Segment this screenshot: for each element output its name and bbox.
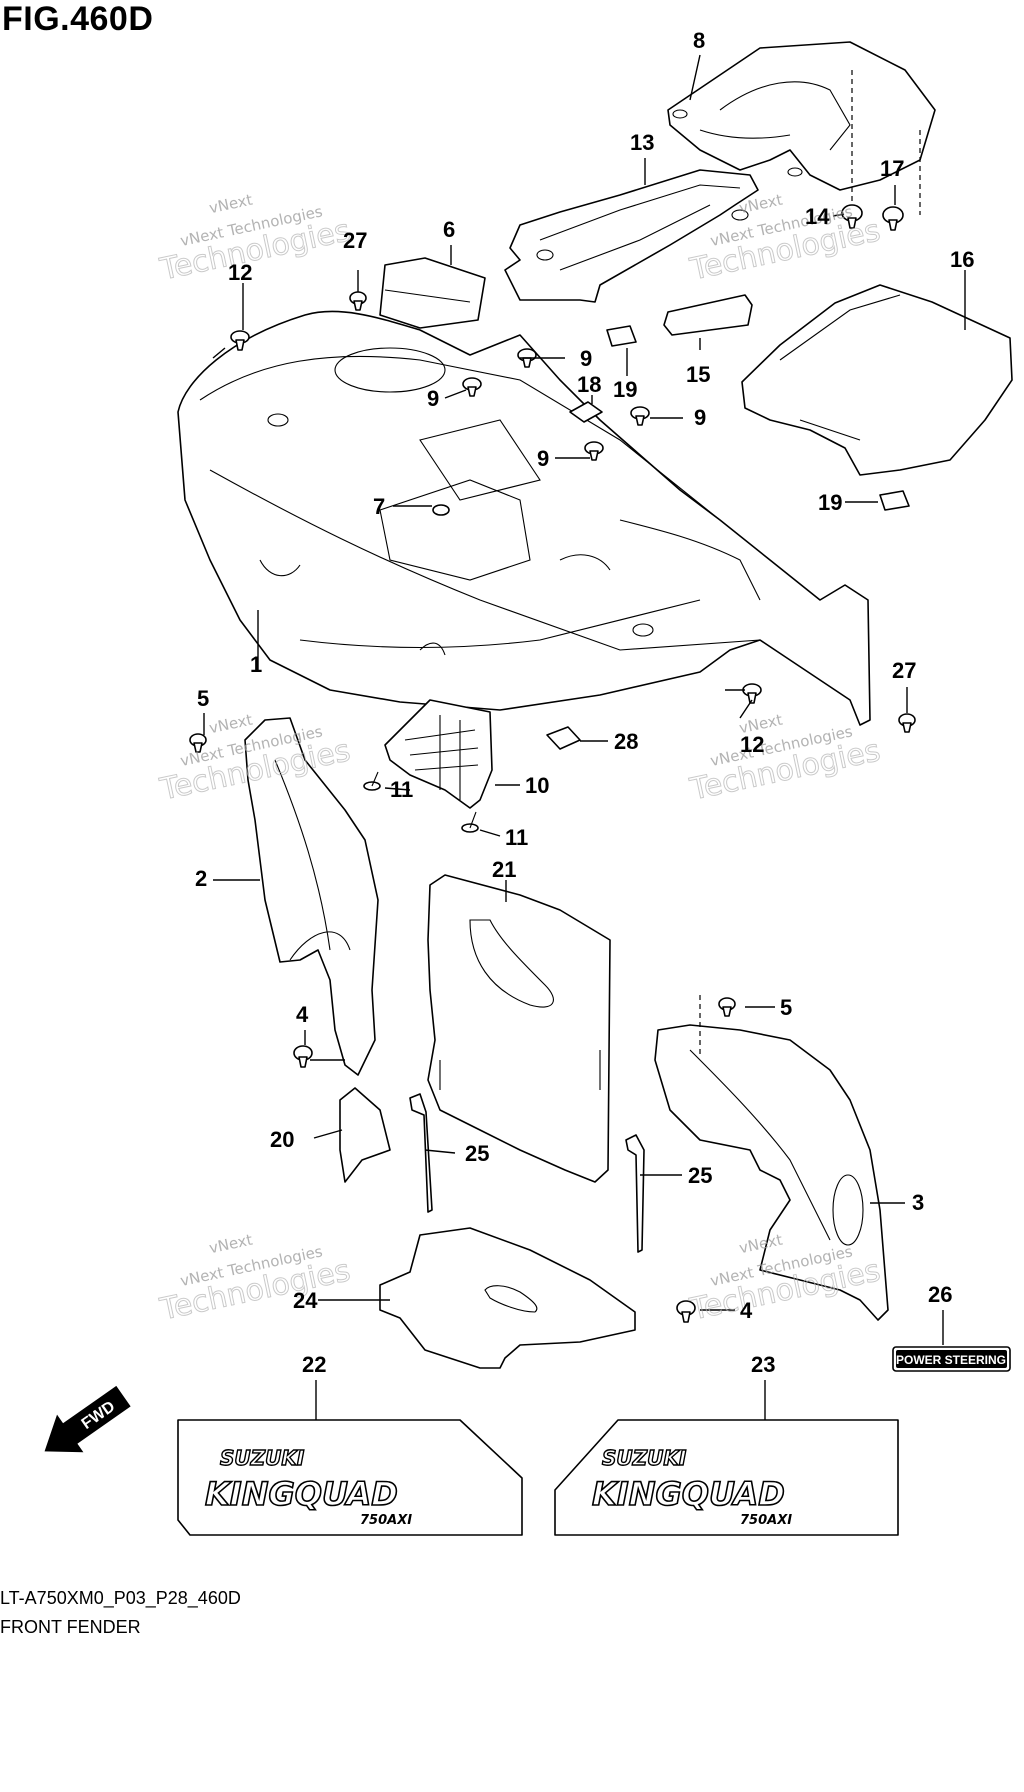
part-22-decal: SUZUKI KINGQUAD 750AXI: [177, 1419, 523, 1536]
callout-9d: 9: [537, 446, 549, 471]
callout-6: 6: [443, 217, 455, 242]
grommet-9a: [462, 377, 482, 397]
callout-4-left: 4: [296, 1002, 309, 1027]
svg-text:vNext: vNext: [207, 711, 254, 738]
clip-5-left: [189, 733, 207, 753]
part-8-cover: [667, 41, 936, 191]
callout-25-left: 25: [465, 1141, 489, 1166]
clip-27-right: [898, 713, 916, 733]
callout-labels: 1 2 3 4 4 5 5 6 7 8 9 9 9 9 10 11 11 12 …: [195, 28, 974, 1377]
callout-4-right: 4: [740, 1298, 753, 1323]
svg-text:SUZUKI: SUZUKI: [220, 1446, 305, 1470]
grommet-9b: [517, 348, 537, 368]
part-20-clip: [339, 1087, 391, 1183]
forward-direction-arrow: FWD: [44, 1385, 131, 1453]
bolt-14: [841, 204, 863, 229]
callout-13: 13: [630, 130, 654, 155]
callout-27-top: 27: [343, 228, 367, 253]
callout-7: 7: [373, 494, 385, 519]
part-16-side-panel: [741, 284, 1013, 476]
callout-18: 18: [577, 372, 601, 397]
callout-9a: 9: [427, 386, 439, 411]
callout-9b: 9: [580, 346, 592, 371]
figure-title: FIG.460D: [2, 0, 154, 38]
part-13-bracket: [504, 169, 759, 303]
callout-14: 14: [805, 204, 830, 229]
callout-10: 10: [525, 773, 549, 798]
grommet-7: [432, 504, 450, 516]
callout-16: 16: [950, 247, 974, 272]
callout-12-top: 12: [228, 260, 252, 285]
part-28-pad: [546, 726, 581, 750]
callout-19b: 19: [818, 490, 842, 515]
svg-text:vNext: vNext: [207, 191, 254, 218]
part-25-tie-left: [409, 1093, 433, 1213]
figure-name: FRONT FENDER: [0, 1617, 141, 1637]
svg-text:KINGQUAD: KINGQUAD: [592, 1475, 785, 1513]
part-24-plate: [379, 1227, 636, 1369]
bolt-17: [882, 206, 904, 231]
callout-26: 26: [928, 1282, 952, 1307]
clip-4-left: [293, 1045, 313, 1068]
callout-28: 28: [614, 729, 638, 754]
svg-text:POWER STEERING: POWER STEERING: [896, 1353, 1006, 1367]
part-18-label: [569, 401, 603, 423]
clip-5-right: [718, 997, 736, 1017]
callout-12-right: 12: [740, 732, 764, 757]
svg-text:750AXI: 750AXI: [360, 1513, 412, 1528]
part-6-cap: [379, 257, 486, 329]
callout-24: 24: [293, 1288, 318, 1313]
figure-code: LT-A750XM0_P03_P28_460D: [0, 1588, 241, 1608]
part-26-power-steering-decal: POWER STEERING: [892, 1346, 1011, 1372]
callout-1: 1: [250, 652, 262, 677]
callout-5-right: 5: [780, 995, 792, 1020]
part-21-inner-panel: [427, 874, 611, 1183]
clip-27-top: [349, 291, 367, 311]
grommet-9d: [584, 441, 604, 461]
callout-25-right: 25: [688, 1163, 712, 1188]
callout-21: 21: [492, 857, 516, 882]
part-23-decal: SUZUKI KINGQUAD 750AXI: [554, 1419, 899, 1536]
svg-text:vNext: vNext: [207, 1231, 254, 1258]
callout-27-right: 27: [892, 658, 916, 683]
leader-lines: [203, 54, 966, 1420]
clip-12-top: [230, 330, 250, 351]
callout-11a: 11: [390, 777, 413, 802]
callout-23: 23: [751, 1352, 775, 1377]
part-15-pad: [663, 294, 753, 336]
screw-11b: [461, 811, 479, 833]
clip-12-right: [742, 683, 762, 704]
fasteners: [189, 204, 916, 1323]
clip-4-right: [676, 1300, 696, 1323]
callout-15: 15: [686, 362, 710, 387]
callout-11b: 11: [505, 825, 528, 850]
svg-text:KINGQUAD: KINGQUAD: [205, 1475, 398, 1513]
callout-17: 17: [880, 156, 904, 181]
callout-9c: 9: [694, 405, 706, 430]
svg-text:SUZUKI: SUZUKI: [602, 1446, 687, 1470]
callout-3: 3: [912, 1190, 924, 1215]
callout-19a: 19: [613, 377, 637, 402]
grommet-9c: [630, 406, 650, 426]
part-2-left-mudguard: [244, 717, 379, 1076]
callout-8: 8: [693, 28, 705, 53]
part-19-pad: [606, 325, 637, 347]
part-3-right-mudguard: [654, 1024, 889, 1321]
callout-22: 22: [302, 1352, 326, 1377]
callout-5-left: 5: [197, 686, 209, 711]
screw-11a: [363, 771, 381, 791]
part-1-front-fender: [177, 310, 871, 726]
part-19-pad-b: [879, 490, 910, 511]
part-10-duct: [384, 699, 493, 809]
svg-text:750AXI: 750AXI: [740, 1513, 792, 1528]
callout-20: 20: [270, 1127, 294, 1152]
part-25-tie-right: [625, 1134, 645, 1253]
callout-2: 2: [195, 866, 207, 891]
